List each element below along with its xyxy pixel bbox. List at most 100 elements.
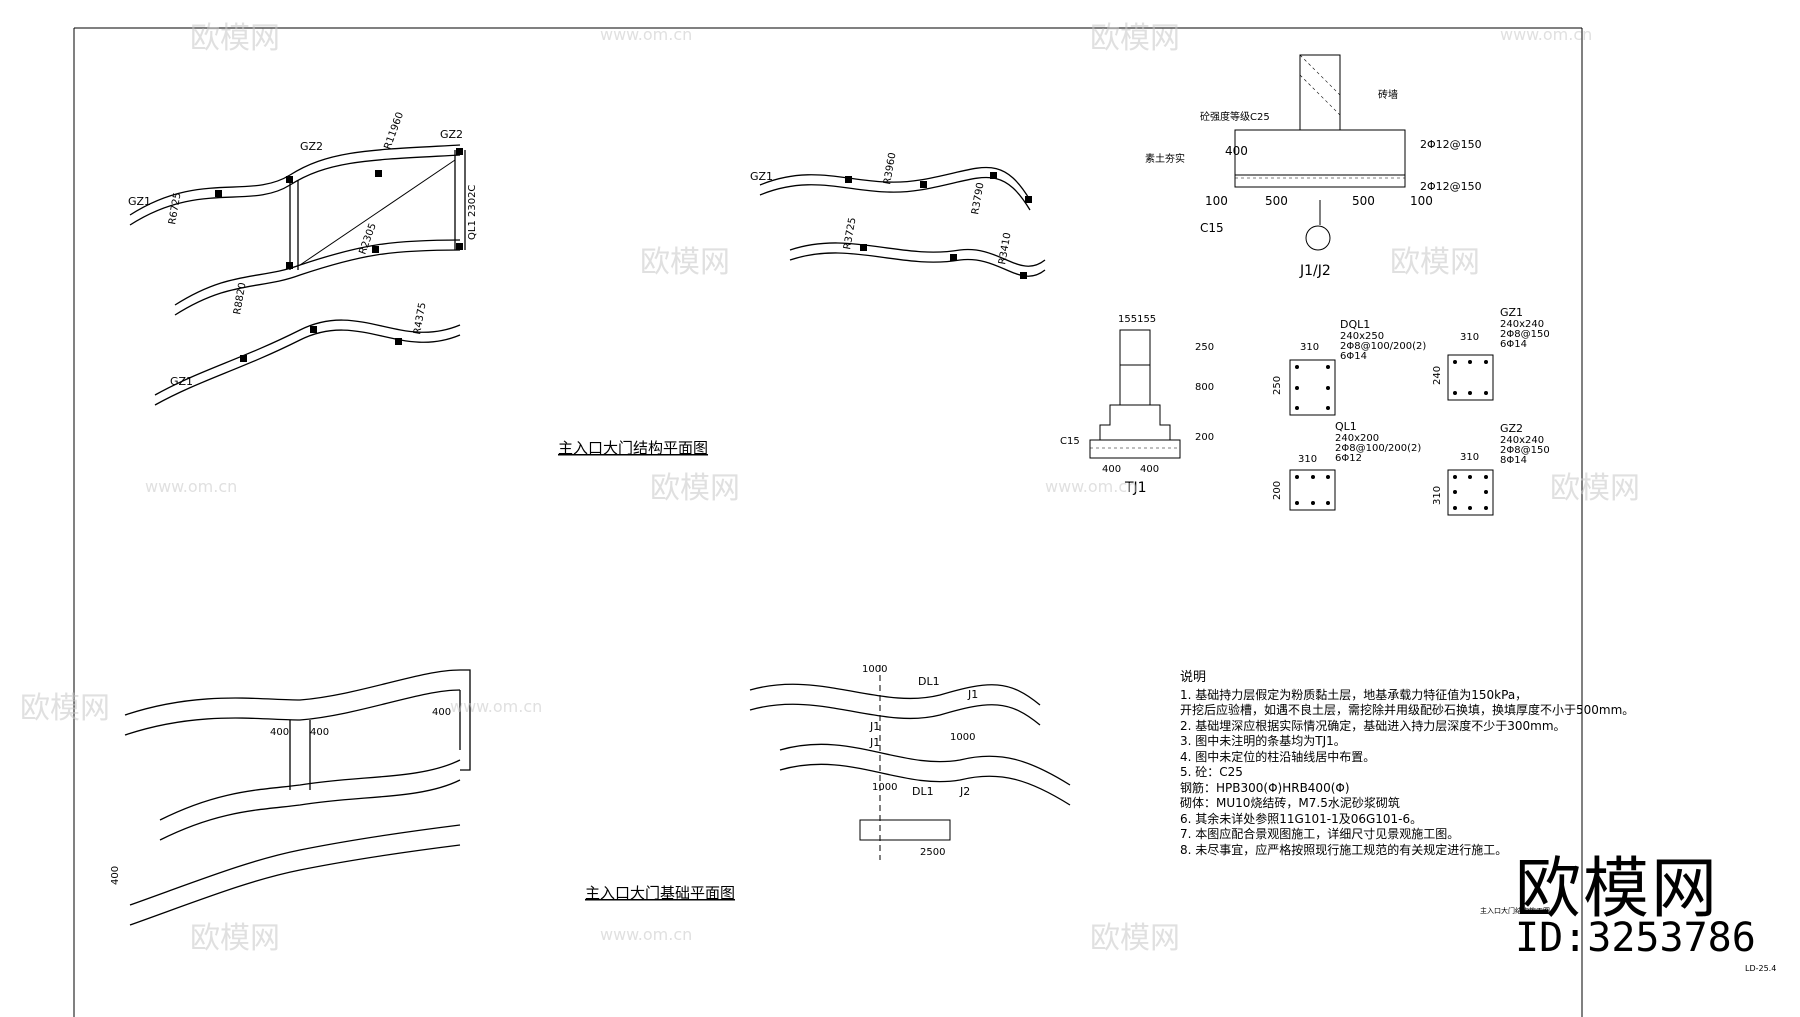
fp-j1-b: J1 — [967, 688, 978, 701]
footing-brick: 砖墙 — [1378, 88, 1398, 101]
stamp-tag: 主入口大门结构施工图 — [1480, 906, 1550, 915]
label-r6725: R6725 — [167, 192, 183, 226]
fp-d1000b: 1000 — [950, 732, 975, 743]
title-j1j2: J1/J2 — [1299, 263, 1331, 279]
gz2-name: GZ2 — [1500, 422, 1523, 435]
gz1-w: 310 — [1460, 332, 1479, 343]
watermark-url: www.om.cn — [600, 925, 692, 944]
notes-line: 钢筋：HPB300(Φ)HRB400(Φ) — [1180, 780, 1350, 795]
section-dql1: DQL1 240x250 2Φ8@100/200(2) 6Φ14 310 250 — [1272, 318, 1426, 416]
watermark-url: www.om.cn — [1045, 477, 1137, 496]
label-gz1-d: GZ1 — [750, 170, 773, 183]
watermark-brand: 欧模网 — [190, 21, 280, 56]
footing-concrete: 砼强度等级C25 — [1200, 110, 1270, 123]
dql1-w: 310 — [1300, 342, 1319, 353]
watermark-brand: 欧模网 — [1390, 245, 1480, 280]
stamp-page: LD-25.4 — [1745, 964, 1776, 973]
dql1-size: 240x250 — [1340, 331, 1384, 342]
gz1-name: GZ1 — [1500, 306, 1523, 319]
title-tj1: TJ1 — [1124, 480, 1147, 496]
label-gz1-c: GZ1 — [170, 375, 193, 388]
footing-c15: C15 — [1200, 221, 1224, 235]
watermark-brand: 欧模网 — [190, 921, 280, 956]
foundation-plan: 400 400 400 400 — [110, 669, 471, 926]
structure-plan-wave: GZ1 R3960 R3790 R3410 R3725 — [750, 152, 1046, 279]
label-ql1: QL1 2302C — [467, 185, 478, 240]
label-r3725: R3725 — [842, 217, 858, 251]
notes-line: 1. 基础持力层假定为粉质黏土层，地基承载力特征值为150kPa， — [1180, 687, 1528, 702]
fp-dl1-a: DL1 — [918, 675, 940, 688]
notes-line: 3. 图中未注明的条基均为TJ1。 — [1180, 734, 1346, 748]
tj1-h200: 200 — [1195, 432, 1214, 443]
gz1-size: 240x240 — [1500, 319, 1544, 330]
brand-logo: 欧模网 — [1515, 850, 1719, 927]
ql1-w: 310 — [1298, 454, 1317, 465]
fp-dl1-b: DL1 — [912, 785, 934, 798]
notes-line: 8. 未尽事宜，应严格按照现行施工规范的有关规定进行施工。 — [1180, 842, 1508, 857]
footing-d400: 400 — [1225, 144, 1248, 158]
label-r3960: R3960 — [882, 152, 898, 186]
watermark-brand: 欧模网 — [650, 471, 740, 506]
watermarks: 欧模网 www.om.cn 欧模网 www.om.cn 欧模网 欧模网 www.… — [20, 21, 1640, 956]
label-r11960: R11960 — [382, 111, 406, 151]
ql1-size: 240x200 — [1335, 433, 1379, 444]
label-gz2-b: GZ2 — [440, 128, 463, 141]
footing-d100: 100 — [1205, 194, 1228, 208]
fp-j1-c: J1 — [869, 736, 880, 749]
notes-line: 6. 其余未详处参照11G101-1及06G101-6。 — [1180, 811, 1423, 826]
footing-bar2: 2Φ12@150 — [1420, 180, 1482, 193]
footing-soil: 素土夯实 — [1145, 152, 1185, 165]
watermark-brand: 欧模网 — [1550, 471, 1640, 506]
label-r8820: R8820 — [232, 282, 248, 316]
ql1-rebar2: 6Φ12 — [1335, 453, 1362, 464]
tj1-h800: 800 — [1195, 382, 1214, 393]
title-structure-plan: 主入口大门结构平面图 — [558, 439, 708, 457]
watermark-brand: 欧模网 — [20, 691, 110, 726]
footing-bar1: 2Φ12@150 — [1420, 138, 1482, 151]
fp-d1000c: 1000 — [872, 782, 897, 793]
notes-title: 说明 — [1180, 670, 1207, 685]
tj1-h250: 250 — [1195, 342, 1214, 353]
watermark-brand: 欧模网 — [1090, 21, 1180, 56]
model-id: ID:3253786 — [1515, 915, 1756, 961]
label-r3410: R3410 — [997, 232, 1013, 266]
section-ql1: QL1 240x200 2Φ8@100/200(2) 6Φ12 310 200 — [1272, 420, 1421, 511]
general-notes: 说明 1. 基础持力层假定为粉质黏土层，地基承载力特征值为150kPa， 开挖后… — [1180, 670, 1634, 858]
notes-line: 5. 砼：C25 — [1180, 765, 1243, 779]
foundation-plan-wave: DL1 J1 J1 J1 J2 DL1 1000 1000 1000 2500 — [749, 664, 1071, 860]
fp-d2500: 2500 — [920, 847, 945, 858]
dql1-rebar2: 6Φ14 — [1340, 351, 1367, 362]
label-r3790: R3790 — [970, 182, 986, 216]
notes-line: 砌体：MU10烧结砖，M7.5水泥砂浆砌筑 — [1180, 796, 1400, 810]
watermark-url: www.om.cn — [600, 25, 692, 44]
footing-section-j1j2: 砖墙 砼强度等级C25 素土夯实 400 100 500 500 100 C15… — [1145, 54, 1482, 279]
footing-d500b: 500 — [1352, 194, 1375, 208]
tj1-w400b: 400 — [1140, 464, 1159, 475]
tj1-section: 155155 250 800 200 400 400 C15 TJ1 — [1060, 314, 1214, 496]
fp-d1000a: 1000 — [862, 664, 887, 675]
fp-d400b: 400 — [310, 727, 329, 738]
footing-d100b: 100 — [1410, 194, 1433, 208]
dql1-name: DQL1 — [1340, 318, 1370, 331]
fp-d400a: 400 — [270, 727, 289, 738]
label-gz2: GZ2 — [300, 140, 323, 153]
gz2-size: 240x240 — [1500, 435, 1544, 446]
gz2-rebar2: 8Φ14 — [1500, 455, 1527, 466]
gz1-rebar1: 2Φ8@150 — [1500, 329, 1550, 340]
ql1-rebar1: 2Φ8@100/200(2) — [1335, 443, 1421, 454]
gz1-rebar2: 6Φ14 — [1500, 339, 1527, 350]
gz2-w: 310 — [1460, 452, 1479, 463]
gz1-h: 240 — [1432, 366, 1443, 385]
watermark-url: www.om.cn — [450, 697, 542, 716]
fp-d400c: 400 — [432, 707, 451, 718]
section-gz1: GZ1 240x240 2Φ8@150 6Φ14 310 240 — [1432, 306, 1550, 401]
section-gz2: GZ2 240x240 2Φ8@150 8Φ14 310 310 — [1432, 422, 1550, 516]
structure-plan: GZ1 GZ2 GZ2 R6725 R11960 R2305 QL1 2302C… — [128, 111, 478, 406]
tj1-w400a: 400 — [1102, 464, 1121, 475]
fp-j1-a: J1 — [869, 720, 880, 733]
title-foundation-plan: 主入口大门基础平面图 — [585, 884, 735, 902]
gz2-h: 310 — [1432, 486, 1443, 505]
watermark-url: www.om.cn — [145, 477, 237, 496]
dql1-h: 250 — [1272, 376, 1283, 395]
